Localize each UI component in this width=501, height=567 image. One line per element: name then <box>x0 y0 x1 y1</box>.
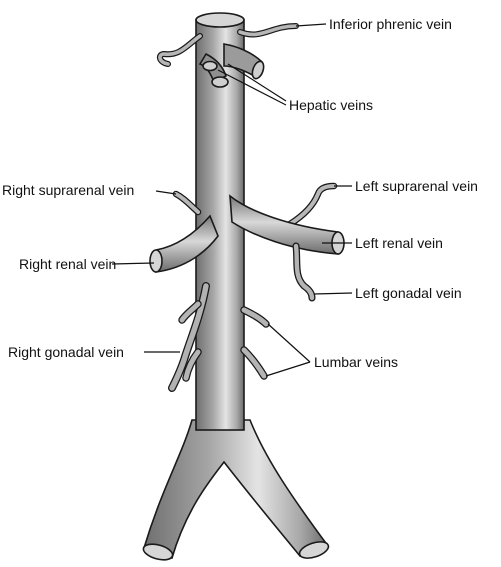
label-left-renal-vein: Left renal vein <box>355 235 443 251</box>
suprarenal-veins <box>172 182 338 228</box>
label-inferior-phrenic-vein: Inferior phrenic vein <box>329 16 452 32</box>
ivc-top-lumen <box>195 12 245 28</box>
label-right-gonadal-vein: Right gonadal vein <box>8 344 124 360</box>
leader-lines <box>111 23 353 377</box>
label-left-suprarenal-vein: Left suprarenal vein <box>355 178 478 194</box>
label-left-gonadal-vein: Left gonadal vein <box>355 285 462 301</box>
lumbar-veins <box>178 300 270 382</box>
right-gonadal-vein <box>168 282 210 392</box>
label-hepatic-veins: Hepatic veins <box>289 97 373 113</box>
right-renal-lumen <box>149 249 163 273</box>
label-lumbar-veins: Lumbar veins <box>314 354 398 370</box>
label-right-suprarenal-vein: Right suprarenal vein <box>2 182 134 198</box>
hepatic-veins <box>198 43 265 88</box>
right-iliac-lumen <box>298 541 330 559</box>
left-gonadal-vein <box>292 242 316 302</box>
left-iliac-lumen <box>142 543 174 561</box>
common-iliac-veins <box>142 419 330 561</box>
label-right-renal-vein: Right renal vein <box>19 256 116 272</box>
inferior-phrenic-veins <box>156 23 299 67</box>
renal-veins <box>149 194 345 273</box>
